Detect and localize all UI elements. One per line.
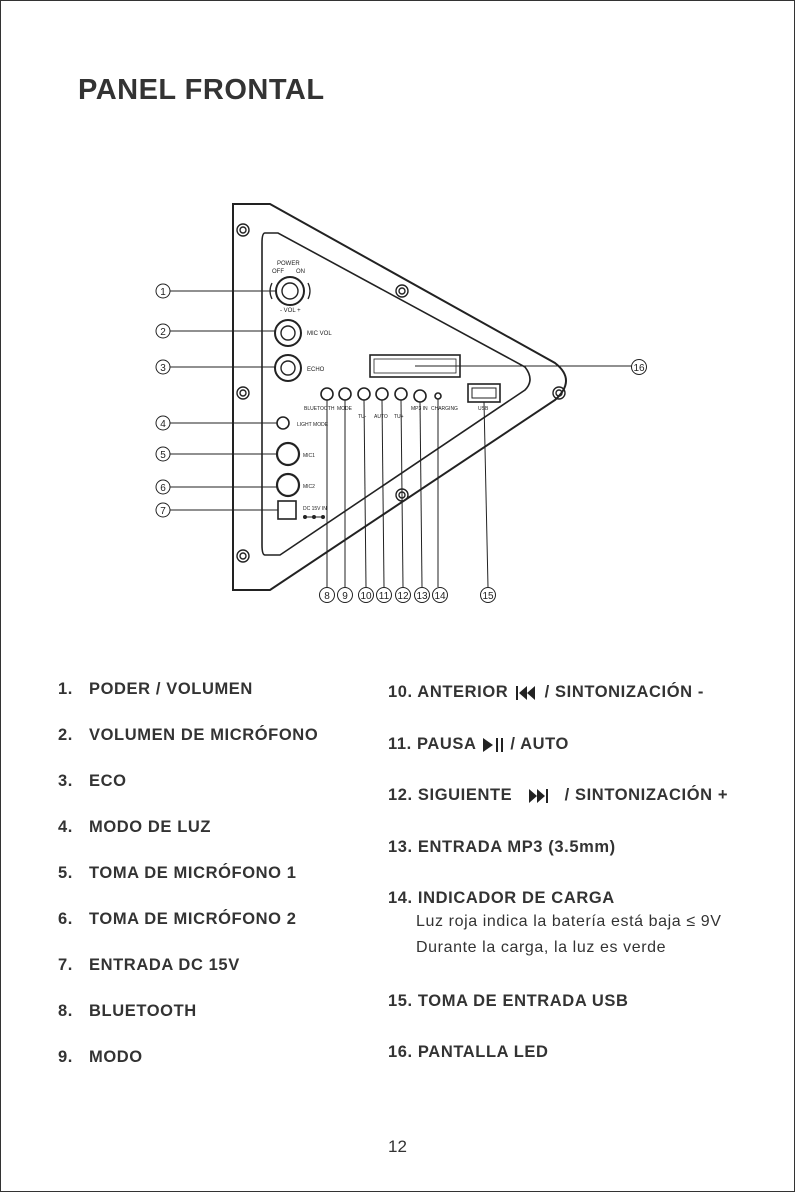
list-item-16: 16. PANTALLA LED: [388, 1043, 549, 1061]
skip-previous-icon: [516, 685, 536, 700]
list-item: 1.PODER / VOLUMEN: [58, 680, 253, 698]
list-item: 7.ENTRADA DC 15V: [58, 956, 240, 974]
callout-2: 2: [160, 327, 166, 338]
power-volume-knob: [275, 276, 305, 306]
callout-6: 6: [160, 483, 166, 494]
svg-text:MP3 IN: MP3 IN: [411, 406, 428, 412]
svg-text:USB: USB: [478, 406, 489, 412]
svg-text:DC 15V IN: DC 15V IN: [303, 506, 327, 512]
svg-text:AUTO: AUTO: [374, 414, 388, 420]
play-pause-button: [375, 387, 389, 401]
callout-8: 8: [324, 591, 330, 602]
svg-text:MIC VOL: MIC VOL: [307, 331, 332, 337]
callout-12: 12: [397, 591, 409, 602]
skip-next-icon: [529, 788, 549, 803]
svg-text:MIC2: MIC2: [303, 484, 315, 490]
list-item-11: 11. PAUSA / AUTO: [388, 735, 569, 753]
list-item: 8.BLUETOOTH: [58, 1002, 197, 1020]
callout-1: 1: [160, 287, 166, 298]
callout-5: 5: [160, 450, 166, 461]
previous-button: [357, 387, 371, 401]
svg-text:ON: ON: [296, 269, 305, 275]
charging-led: [434, 392, 442, 400]
list-item-14: 14. INDICADOR DE CARGA: [388, 889, 615, 907]
callout-4: 4: [160, 419, 166, 430]
svg-text:TU+: TU+: [394, 414, 404, 420]
mp3-in-jack: [413, 389, 427, 403]
callout-9: 9: [342, 591, 348, 602]
svg-text:CHARGING: CHARGING: [431, 406, 458, 412]
callout-14: 14: [434, 591, 446, 602]
play-pause-icon: [483, 737, 504, 752]
light-mode-button: [276, 416, 290, 430]
list-item: 5.TOMA DE MICRÓFONO 1: [58, 864, 297, 882]
page-number: 12: [388, 1137, 407, 1156]
callout-11: 11: [379, 591, 390, 602]
list-item: 3.ECO: [58, 772, 127, 790]
callout-10: 10: [360, 591, 372, 602]
callout-13: 13: [416, 591, 428, 602]
echo-knob: [274, 354, 302, 382]
bluetooth-button: [320, 387, 334, 401]
list-item: 2.VOLUMEN DE MICRÓFONO: [58, 726, 319, 744]
page-title: PANEL FRONTAL: [78, 74, 325, 106]
list-item-10: 10. ANTERIOR / SINTONIZACIÓN -: [388, 683, 704, 701]
svg-text:OFF: OFF: [272, 269, 284, 275]
svg-text:TU-: TU-: [358, 414, 367, 420]
callout-15: 15: [482, 591, 494, 602]
next-button: [394, 387, 408, 401]
dc-polarity-icon: [303, 515, 325, 519]
list-item: 4.MODO DE LUZ: [58, 818, 212, 836]
list-item-13: 13. ENTRADA MP3 (3.5mm): [388, 838, 616, 856]
callout-16: 16: [633, 363, 645, 374]
screw-icon: [236, 223, 566, 563]
svg-text:LIGHT MODE: LIGHT MODE: [297, 422, 329, 428]
svg-text:- VOL +: - VOL +: [280, 308, 301, 314]
svg-text:ECHO: ECHO: [307, 367, 325, 373]
svg-text:MIC1: MIC1: [303, 453, 315, 459]
list-item: 9.MODO: [58, 1048, 143, 1066]
usb-port: [467, 383, 501, 403]
mic2-jack: [275, 472, 301, 498]
list-item: 6.TOMA DE MICRÓFONO 2: [58, 910, 297, 928]
list-item-12: 12. SIGUIENTE / SINTONIZACIÓN +: [388, 786, 729, 804]
power-label: POWER: [277, 261, 300, 267]
dc-input-jack: [277, 500, 297, 520]
list-item-14-detail-2: Durante la carga, la luz es verde: [416, 939, 667, 956]
svg-text:BLUETOOTH: BLUETOOTH: [304, 406, 335, 412]
mic-volume-knob: [274, 319, 302, 347]
mic1-jack: [275, 441, 301, 467]
callout-7: 7: [160, 506, 166, 517]
list-item-15: 15. TOMA DE ENTRADA USB: [388, 992, 629, 1010]
list-item-14-detail-1: Luz roja indica la batería está baja ≤ 9…: [416, 913, 722, 930]
mode-button: [338, 387, 352, 401]
front-panel-diagram: POWER OFF ON - VOL + MIC VOL ECHO BLUETO…: [155, 203, 647, 603]
callout-3: 3: [160, 363, 166, 374]
